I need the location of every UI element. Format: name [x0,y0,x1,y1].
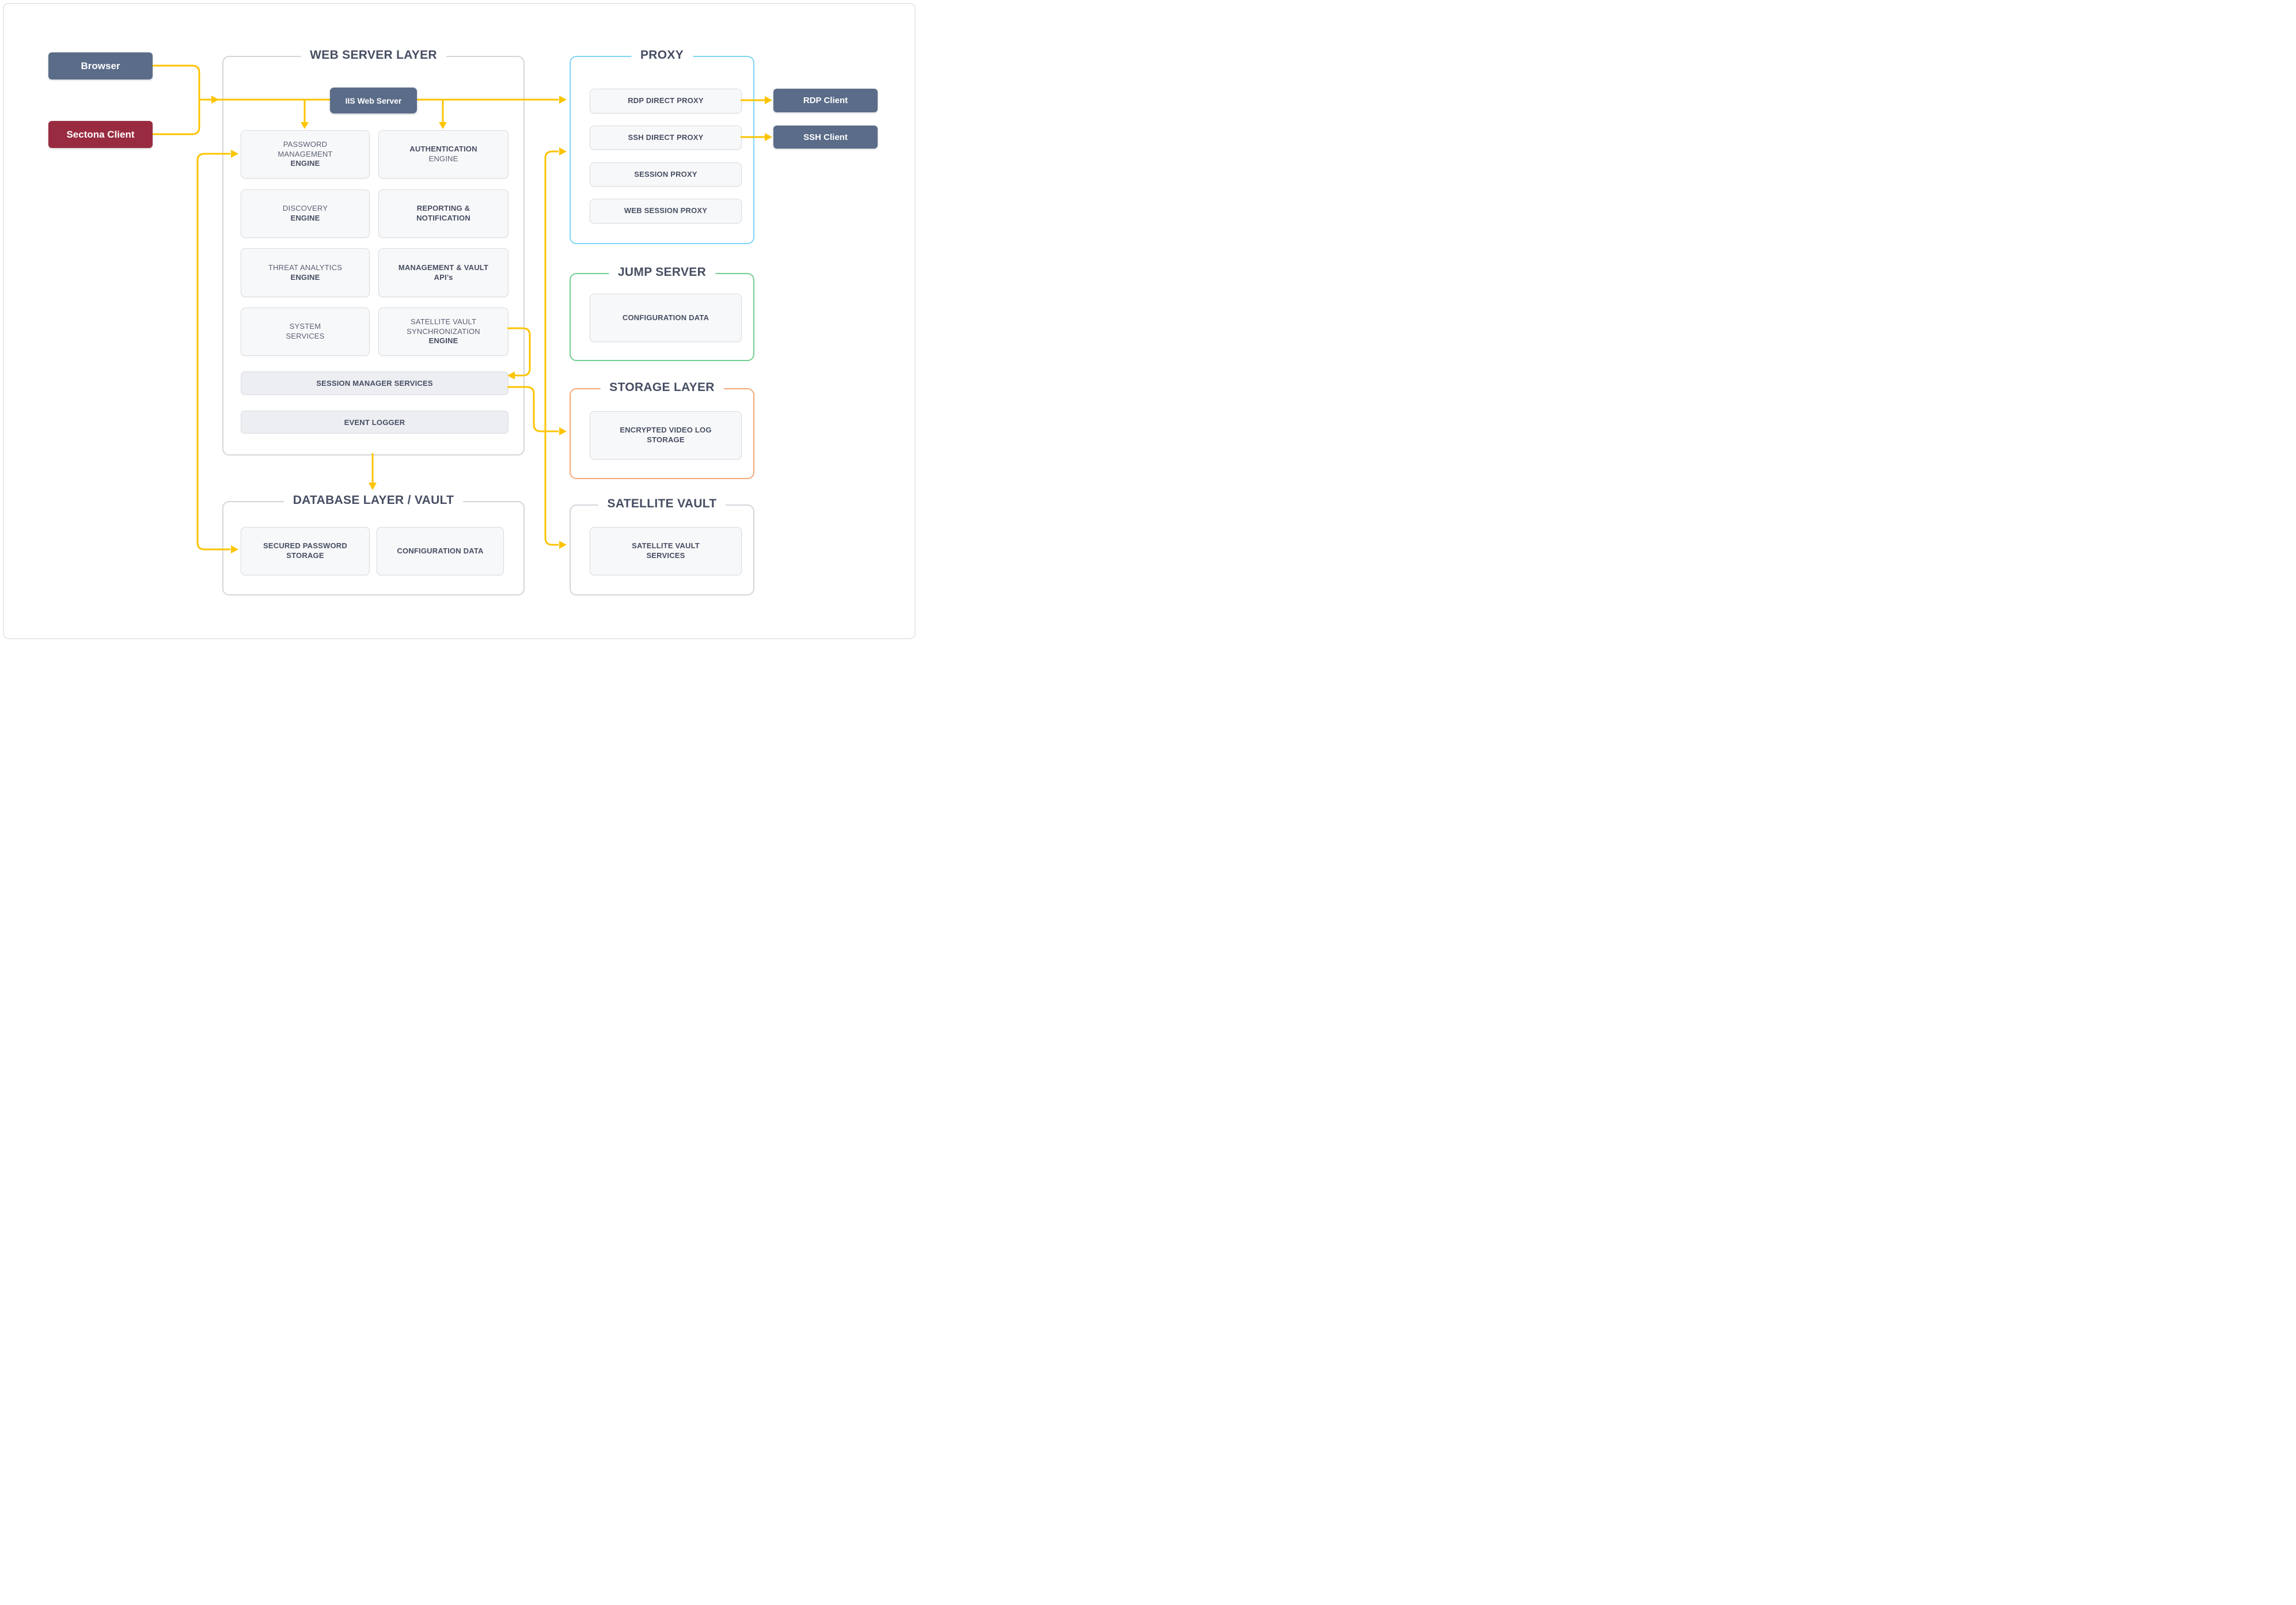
session-manager-services-label: SESSION MANAGER SERVICES [316,379,433,388]
engine-label-line: MANAGEMENT [278,149,333,158]
encrypted-video-log-storage-label: ENCRYPTED VIDEO LOG STORAGE [620,426,712,444]
iis-web-server-node: IIS Web Server [330,88,417,113]
engine-box-management-vault-apis: MANAGEMENT & VAULT API’s [378,248,508,297]
engine-box-threat-analytics: THREAT ANALYTICS ENGINE [241,248,370,297]
engine-label-line: SYNCHRONIZATION [407,327,480,336]
encrypted-video-log-storage-box: ENCRYPTED VIDEO LOG STORAGE [590,411,742,460]
jump-server-container: JUMP SERVER [570,265,754,361]
secured-password-storage-box: SECURED PASSWORD STORAGE [241,527,370,575]
ssh-client-node: SSH Client [773,126,878,149]
engine-label-line: NOTIFICATION [416,214,470,222]
engine-label-line: PASSWORD [283,139,328,149]
satellite-vault-services-label: SATELLITE VAULT SERVICES [632,541,700,560]
database-layer-title: DATABASE LAYER / VAULT [283,494,464,507]
rdp-direct-proxy-box: RDP DIRECT PROXY [590,89,742,113]
engine-label-line: ENGINE [290,272,320,282]
web-session-proxy-label: WEB SESSION PROXY [624,206,708,215]
engine-box-system-services: SYSTEM SERVICES [241,308,370,356]
page-border [3,3,916,639]
browser-node: Browser [48,52,153,79]
engine-box-password-management: PASSWORD MANAGEMENT ENGINE [241,130,370,179]
satellite-vault-container: SATELLITE VAULT [570,497,754,595]
db-configuration-data-label: CONFIGURATION DATA [397,546,484,555]
engine-label-line: SATELLITE VAULT [410,317,477,326]
rdp-client-label: RDP Client [803,96,848,105]
engine-label-line: ENGINE [290,214,320,222]
browser-label: Browser [81,60,120,71]
sectona-client-node: Sectona Client [48,121,153,148]
engine-box-discovery: DISCOVERY ENGINE [241,189,370,238]
storage-layer-title: STORAGE LAYER [600,381,724,394]
engine-label-line: ENGINE [428,336,458,346]
engine-label-line: SERVICES [286,332,325,340]
engine-label-line: ENGINE [290,159,320,168]
ssh-direct-proxy-box: SSH DIRECT PROXY [590,126,742,150]
engine-box-reporting-notification: REPORTING & NOTIFICATION [378,189,508,238]
event-logger-label: EVENT LOGGER [344,418,405,427]
ssh-client-label: SSH Client [803,132,848,142]
jump-configuration-data-label: CONFIGURATION DATA [622,313,709,322]
storage-layer-container: STORAGE LAYER [570,381,754,479]
rdp-client-node: RDP Client [773,89,878,112]
web-session-proxy-box: WEB SESSION PROXY [590,199,742,223]
proxy-container: PROXY [570,48,754,244]
event-logger-bar: EVENT LOGGER [241,411,508,434]
engine-box-satellite-vault-sync: SATELLITE VAULT SYNCHRONIZATION ENGINE [378,308,508,356]
jump-configuration-data-box: CONFIGURATION DATA [590,294,742,342]
satellite-vault-title: SATELLITE VAULT [598,497,726,511]
engine-label-line: AUTHENTICATION [409,145,477,154]
engine-label-line: MANAGEMENT & VAULT [398,263,489,272]
satellite-vault-services-box: SATELLITE VAULT SERVICES [590,527,742,575]
engine-label-line: REPORTING & [416,204,470,213]
jump-server-title: JUMP SERVER [608,265,716,279]
iis-web-server-label: IIS Web Server [345,96,402,105]
engine-label-line: THREAT ANALYTICS [268,263,343,272]
engine-label-line: DISCOVERY [282,204,328,213]
session-manager-services-bar: SESSION MANAGER SERVICES [241,371,508,395]
rdp-direct-proxy-label: RDP DIRECT PROXY [628,96,704,105]
engine-label-line: API’s [434,272,453,282]
ssh-direct-proxy-label: SSH DIRECT PROXY [628,132,704,142]
sectona-client-label: Sectona Client [66,128,135,140]
web-server-layer-title: WEB SERVER LAYER [301,48,446,62]
engine-label-line: ENGINE [428,154,458,163]
architecture-diagram: Browser Sectona Client WEB SERVER LAYER … [0,0,919,642]
session-proxy-box: SESSION PROXY [590,162,742,187]
secured-password-storage-label: SECURED PASSWORD STORAGE [263,541,347,560]
proxy-title: PROXY [631,48,693,62]
database-layer-container: DATABASE LAYER / VAULT [222,494,525,595]
session-proxy-label: SESSION PROXY [634,169,697,179]
engine-box-authentication: AUTHENTICATION ENGINE [378,130,508,179]
engine-label-line: SYSTEM [289,322,321,331]
db-configuration-data-box: CONFIGURATION DATA [377,527,504,575]
